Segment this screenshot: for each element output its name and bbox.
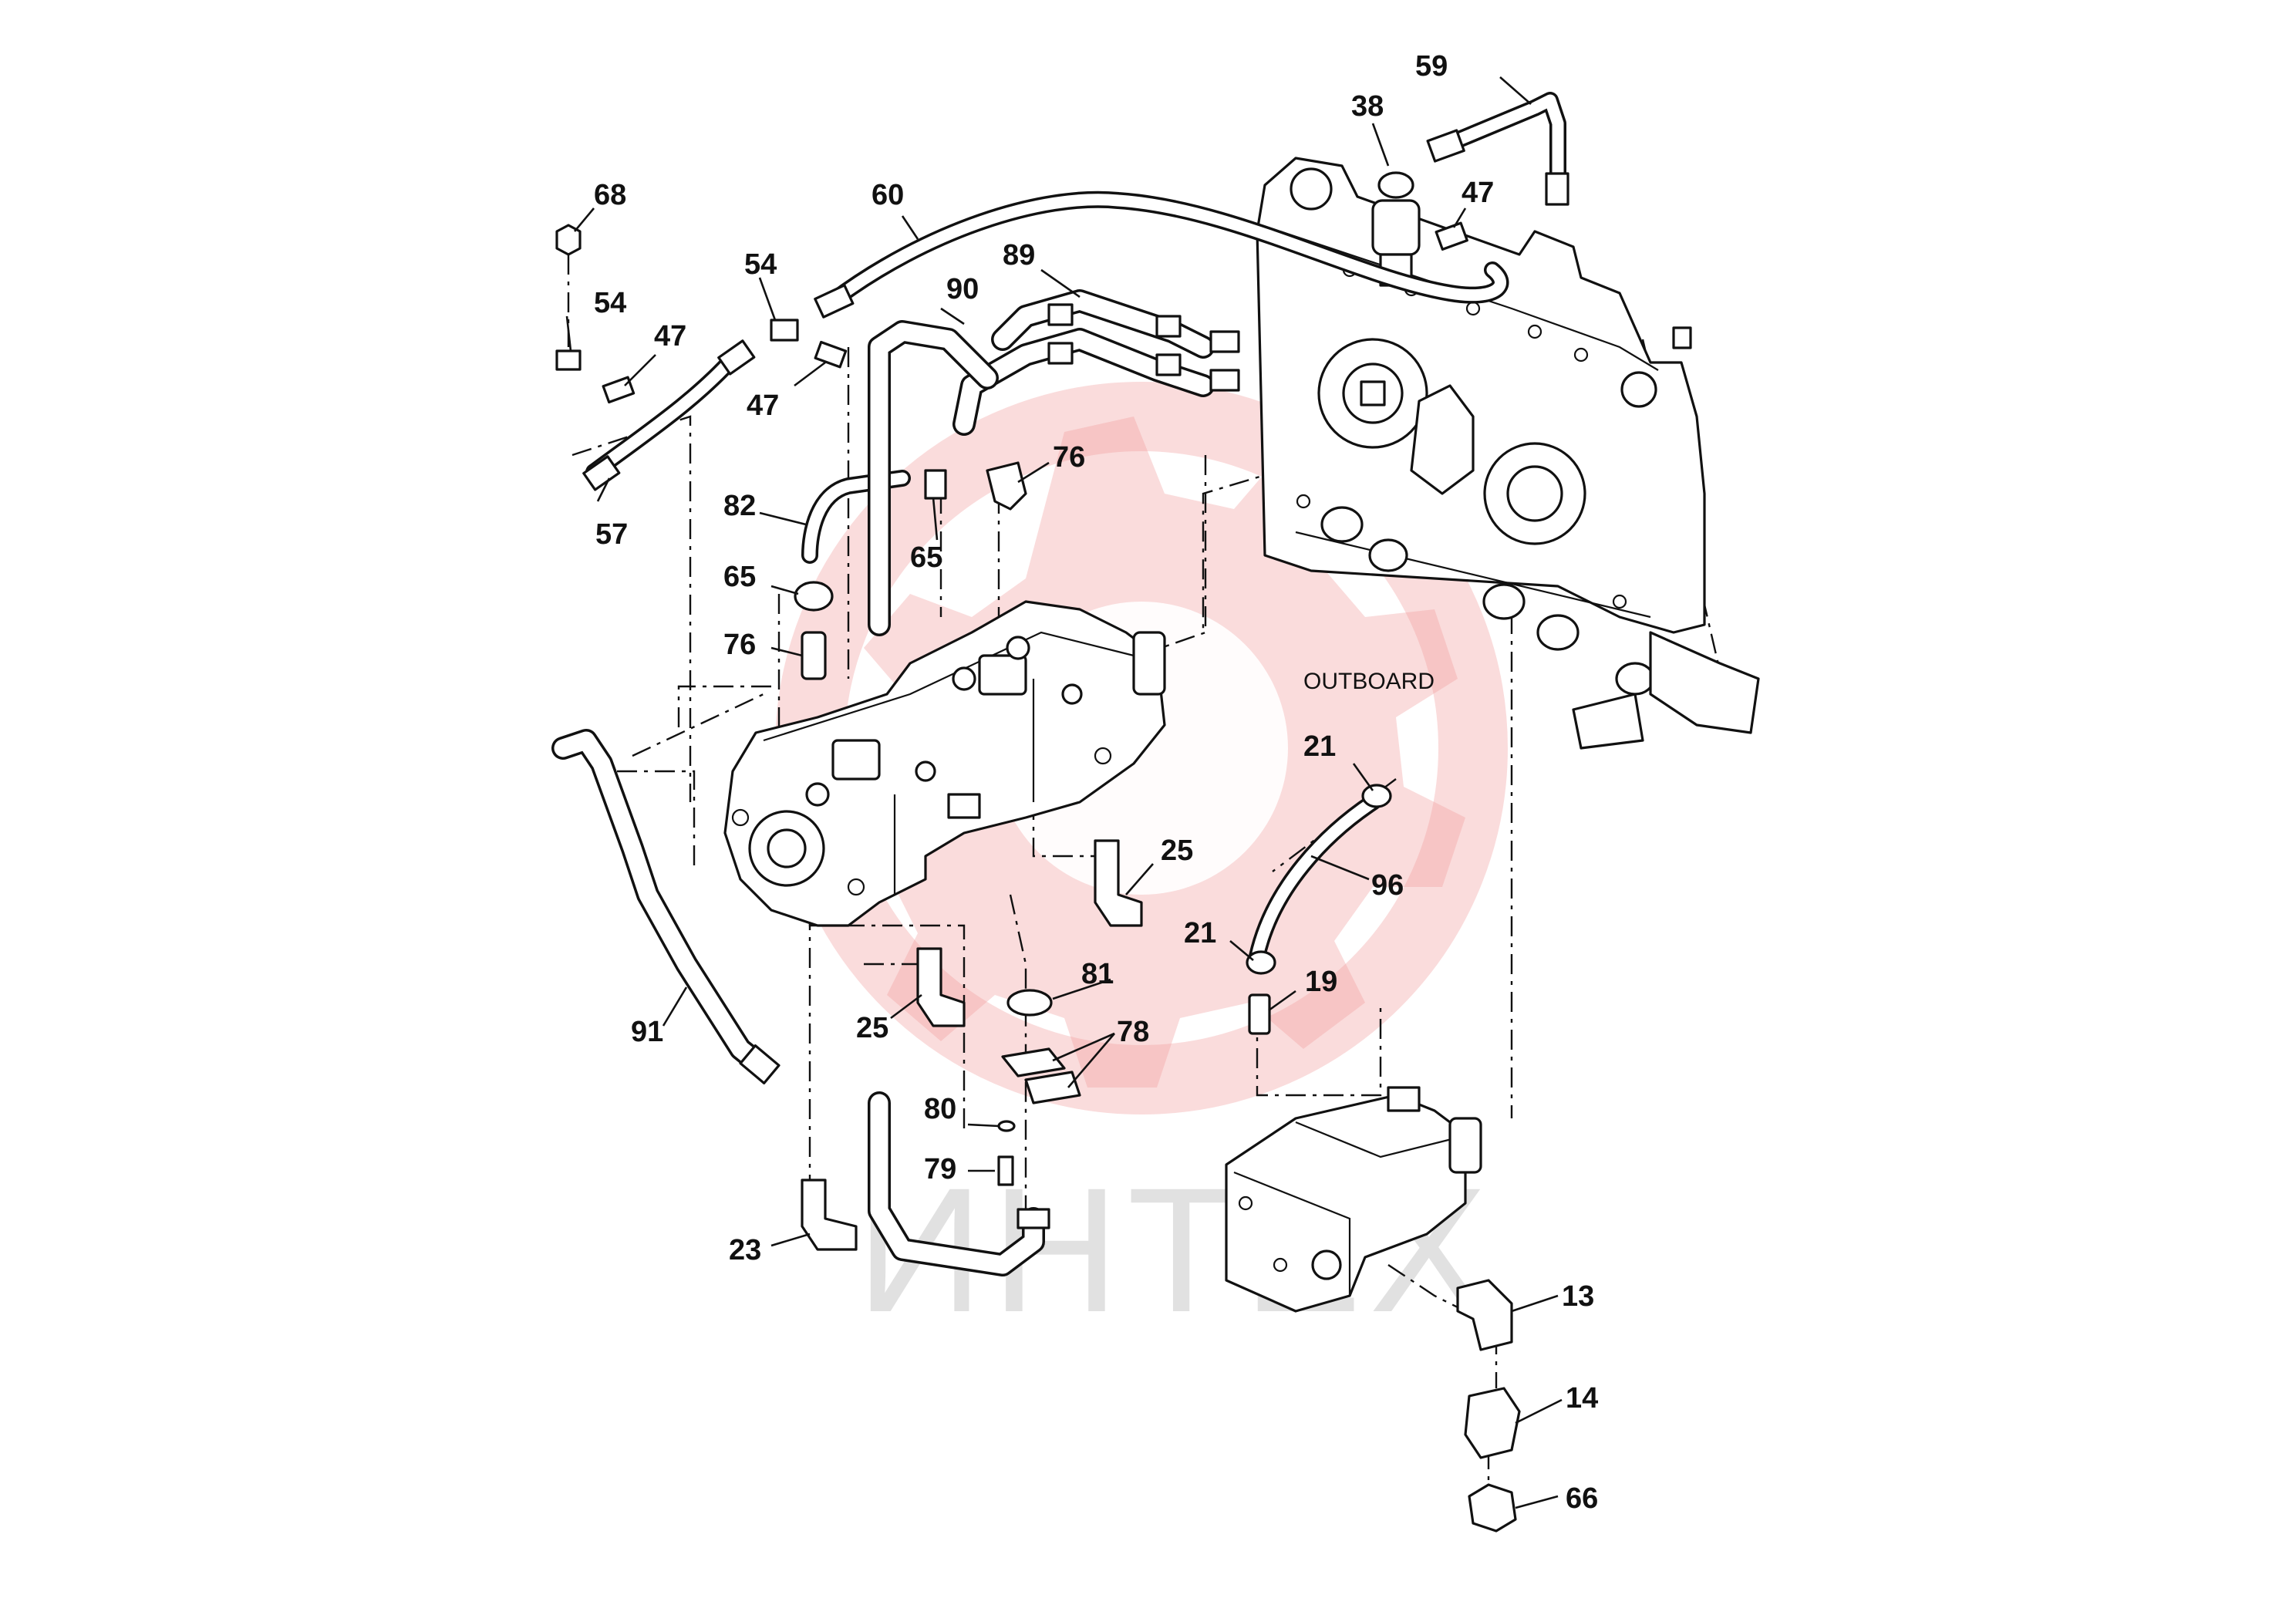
hydraulic-motor — [1225, 1086, 1482, 1313]
callout-76: 76 — [1053, 441, 1085, 474]
callout-57: 57 — [595, 518, 628, 551]
callout-82: 82 — [723, 490, 756, 522]
callout-13: 13 — [1562, 1280, 1594, 1313]
callout-47: 47 — [1462, 177, 1494, 209]
callout-23: 23 — [729, 1234, 761, 1266]
callout-54: 54 — [594, 287, 626, 319]
callout-14: 14 — [1566, 1382, 1598, 1415]
callout-47: 47 — [747, 389, 779, 422]
callout-47: 47 — [654, 320, 686, 352]
hoses — [582, 92, 1569, 965]
leader-lines — [565, 76, 1563, 1509]
callout-81: 81 — [1081, 958, 1114, 990]
callout-89: 89 — [1003, 239, 1035, 271]
callout-21: 21 — [1303, 730, 1336, 763]
callout-59: 59 — [1415, 50, 1448, 83]
callout-38: 38 — [1351, 90, 1384, 123]
callout-79: 79 — [924, 1153, 956, 1185]
callout-25: 25 — [856, 1012, 888, 1044]
callout-54: 54 — [744, 248, 777, 281]
callout-78: 78 — [1117, 1016, 1149, 1048]
callout-labels: 59 38 47 68 60 54 54 47 47 89 90 57 76 8… — [594, 50, 1598, 1515]
tubes — [551, 289, 1240, 1276]
callout-25: 25 — [1161, 835, 1193, 867]
callout-65: 65 — [723, 561, 756, 593]
tandem-pump-assembly — [723, 600, 1166, 927]
callout-80: 80 — [924, 1093, 956, 1125]
callout-96: 96 — [1371, 869, 1404, 902]
outboard-note: OUTBOARD — [1303, 669, 1435, 694]
callout-68: 68 — [594, 179, 626, 211]
callout-76: 76 — [723, 629, 756, 661]
callout-65: 65 — [910, 541, 942, 574]
callout-19: 19 — [1305, 966, 1337, 998]
callout-21: 21 — [1184, 917, 1216, 949]
callout-66: 66 — [1566, 1482, 1598, 1515]
callout-60: 60 — [872, 179, 904, 211]
callout-91: 91 — [631, 1016, 663, 1048]
callout-90: 90 — [946, 273, 979, 305]
fittings — [555, 221, 1521, 1533]
